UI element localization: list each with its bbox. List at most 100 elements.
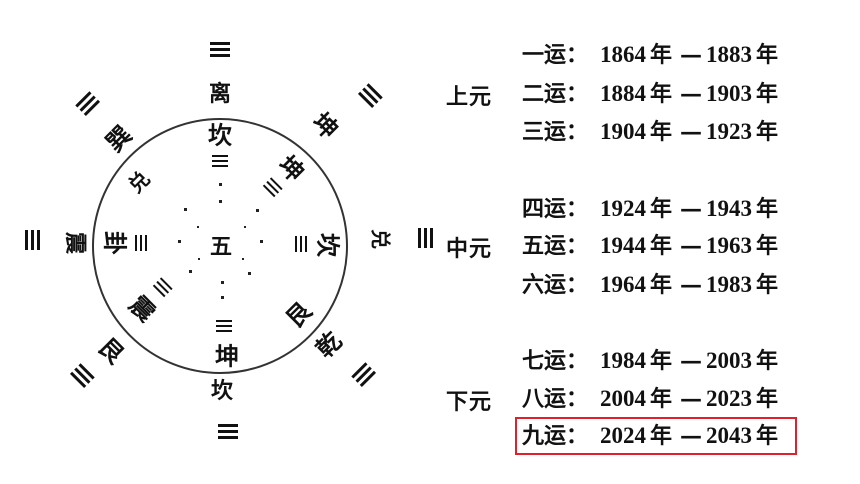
period-start: 1924 (600, 196, 646, 221)
period-start: 1984 (600, 348, 646, 373)
period-start: 2024 (600, 423, 646, 448)
year-unit: 年 (650, 233, 673, 259)
separator: — (680, 233, 703, 259)
period-start: 1864 (600, 42, 646, 67)
inner-label-top: 坎 (208, 121, 232, 150)
inner-label-top-left: 兑 (123, 166, 154, 197)
period-name: 一运： (522, 42, 589, 68)
outer-label-left: 震 (62, 232, 88, 255)
trigram-right (418, 228, 433, 248)
period-end: 2003 (706, 348, 753, 373)
period-name: 六运： (522, 272, 589, 298)
year-unit: 年 (650, 423, 673, 449)
period-start: 2004 (600, 386, 646, 411)
period-end: 2023 (706, 386, 753, 411)
period-end: 1903 (706, 81, 753, 106)
separator: — (680, 119, 703, 145)
year-unit: 年 (756, 81, 779, 107)
inner-label-bottom-right: 艮 (280, 295, 318, 333)
separator: — (680, 196, 703, 222)
period-name: 八运： (522, 386, 589, 412)
year-unit: 年 (756, 386, 779, 412)
year-unit: 年 (650, 196, 673, 222)
period-name: 二运： (522, 81, 589, 107)
period-end: 1923 (706, 119, 753, 144)
year-unit: 年 (650, 119, 673, 145)
period-end: 1943 (706, 196, 753, 221)
inner-trigram-top-right (262, 177, 283, 198)
outer-label-top: 离 (209, 81, 231, 107)
outer-label-top-left: 巽 (100, 120, 137, 157)
separator: — (680, 423, 703, 449)
year-unit: 年 (756, 233, 779, 259)
year-unit: 年 (650, 81, 673, 107)
center-marks (178, 183, 263, 299)
period-start: 1944 (600, 233, 646, 258)
year-unit: 年 (650, 386, 673, 412)
period-start: 1884 (600, 81, 646, 106)
period-name: 三运： (522, 119, 589, 145)
outer-label-bottom-right: 乾 (310, 326, 347, 363)
highlight-box (515, 417, 797, 455)
period-name: 四运： (522, 196, 589, 222)
separator: — (680, 81, 703, 107)
period-name: 九运： (522, 423, 589, 449)
period-end: 1883 (706, 42, 753, 67)
year-unit: 年 (756, 348, 779, 374)
inner-trigram-right (295, 236, 307, 252)
inner-trigram-bottom (216, 320, 232, 332)
year-unit: 年 (756, 272, 779, 298)
trigram-bottom (218, 424, 238, 439)
year-unit: 年 (756, 196, 779, 222)
trigram-bottom-right (351, 362, 377, 388)
outer-label-bottom: 坎 (211, 378, 233, 404)
trigram-top-left (75, 91, 101, 117)
period-end: 2043 (706, 423, 753, 448)
inner-label-right: 坎 (314, 233, 343, 257)
group-label-lower: 下元 (446, 389, 493, 415)
trigram-left (25, 230, 40, 250)
outer-label-top-right: 坤 (307, 107, 344, 144)
separator: — (680, 272, 703, 298)
center-label: 五 (210, 234, 232, 260)
outer-label-bottom-left: 艮 (93, 332, 131, 370)
period-start: 1904 (600, 119, 646, 144)
period-name: 七运： (522, 348, 589, 374)
period-end: 1983 (706, 272, 753, 297)
outer-label-right: 兑 (369, 229, 393, 249)
trigram-top (210, 42, 230, 57)
inner-label-bottom-left: 震 (124, 290, 162, 328)
year-unit: 年 (650, 42, 673, 68)
separator: — (680, 42, 703, 68)
year-unit: 年 (650, 272, 673, 298)
separator: — (680, 348, 703, 374)
group-label-middle: 中元 (446, 236, 493, 262)
period-end: 1963 (706, 233, 753, 258)
bagua-diagram: 五 坎 坤 坎 艮 坤 震 卦 兑 离 坤 兑 乾 坎 艮 震 巽 (25, 42, 433, 439)
trigram-top-right (357, 83, 383, 109)
inner-label-top-right: 坤 (273, 150, 310, 187)
year-unit: 年 (756, 42, 779, 68)
year-unit: 年 (650, 348, 673, 374)
period-name: 五运： (522, 233, 589, 259)
group-label-upper: 上元 (446, 84, 493, 110)
period-start: 1964 (600, 272, 646, 297)
inner-trigram-bottom-left (152, 277, 173, 298)
inner-label-bottom: 坤 (215, 342, 239, 371)
palace-circle (92, 118, 348, 374)
trigram-bottom-left (69, 363, 95, 389)
inner-trigram-left (135, 235, 147, 251)
inner-trigram-top (212, 155, 228, 167)
year-unit: 年 (756, 423, 779, 449)
year-unit: 年 (756, 119, 779, 145)
separator: — (680, 386, 703, 412)
